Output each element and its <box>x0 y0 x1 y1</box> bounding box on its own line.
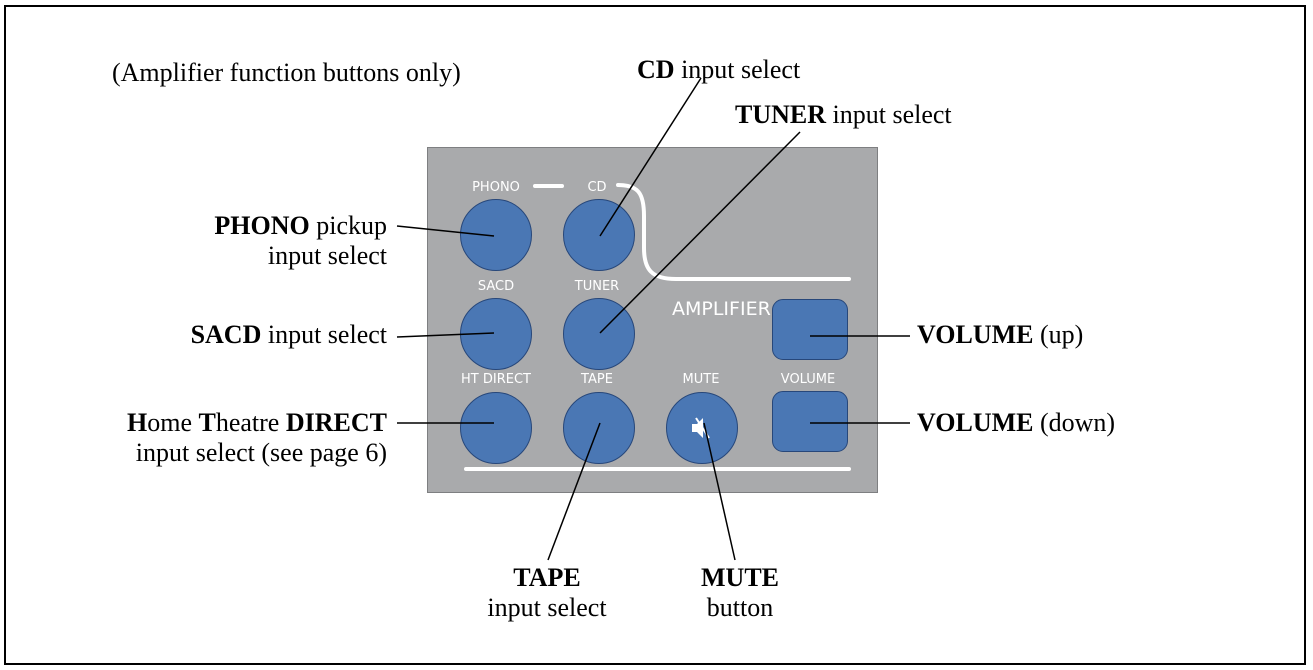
header-note: (Amplifier function buttons only) <box>112 58 461 87</box>
cd-leader <box>599 77 702 237</box>
volume-up-callout: VOLUME (up) <box>917 320 1084 349</box>
tuner-leader <box>599 131 801 334</box>
ht-direct-callout-line2: input select (see page 6) <box>135 438 387 467</box>
diagram-frame <box>4 5 1306 665</box>
panel-graphics <box>464 183 851 471</box>
cd-label: CD <box>587 180 607 195</box>
amplifier-section-label: AMPLIFIER <box>672 298 771 320</box>
ht-direct-label: HT DIRECT <box>461 372 531 387</box>
ht-direct-button[interactable] <box>460 392 532 464</box>
phono-button[interactable] <box>460 199 532 271</box>
volume-down-callout: VOLUME (down) <box>917 408 1116 437</box>
phono-label: PHONO <box>472 180 520 195</box>
mute-callout-line1: MUTE <box>701 563 779 592</box>
tuner-label: TUNER <box>574 279 620 294</box>
sacd-button[interactable] <box>460 298 532 370</box>
phono-callout: PHONO pickup input select <box>110 211 387 271</box>
volume-down-button[interactable] <box>772 391 848 452</box>
tape-callout: TAPE input select <box>452 563 642 623</box>
tape-callout-line1: TAPE <box>513 563 581 592</box>
tape-button[interactable] <box>563 392 635 464</box>
tape-leader <box>547 422 601 561</box>
sacd-label: SACD <box>477 279 515 294</box>
phono-callout-line2: input select <box>267 241 387 270</box>
mute-button[interactable] <box>666 392 738 464</box>
sacd-callout: SACD input select <box>190 320 387 349</box>
tape-callout-line2: input select <box>487 593 607 622</box>
mute-label: MUTE <box>682 372 720 387</box>
phono-callout-line1: PHONO pickup <box>214 211 387 240</box>
cd-button[interactable] <box>563 199 635 271</box>
tuner-callout: TUNER input select <box>735 100 952 129</box>
volume-up-button[interactable] <box>772 299 848 360</box>
tape-label: TAPE <box>581 372 613 387</box>
sacd-leader <box>396 332 495 338</box>
amplifier-section-line <box>616 183 851 281</box>
volume-label: VOLUME <box>780 372 836 387</box>
amplifier-panel: PHONO CD SACD TUNER AMPLIFIER HT DIRECT … <box>427 147 878 493</box>
ht-direct-callout-line1: Home Theatre DIRECT <box>127 408 387 437</box>
cd-callout: CD input select <box>637 55 801 84</box>
mute-leader <box>703 422 736 561</box>
mute-callout-line2: button <box>706 593 774 622</box>
ht-direct-callout: Home Theatre DIRECT input select (see pa… <box>40 408 387 468</box>
mute-callout: MUTE button <box>680 563 800 623</box>
phono-leader <box>396 225 495 237</box>
